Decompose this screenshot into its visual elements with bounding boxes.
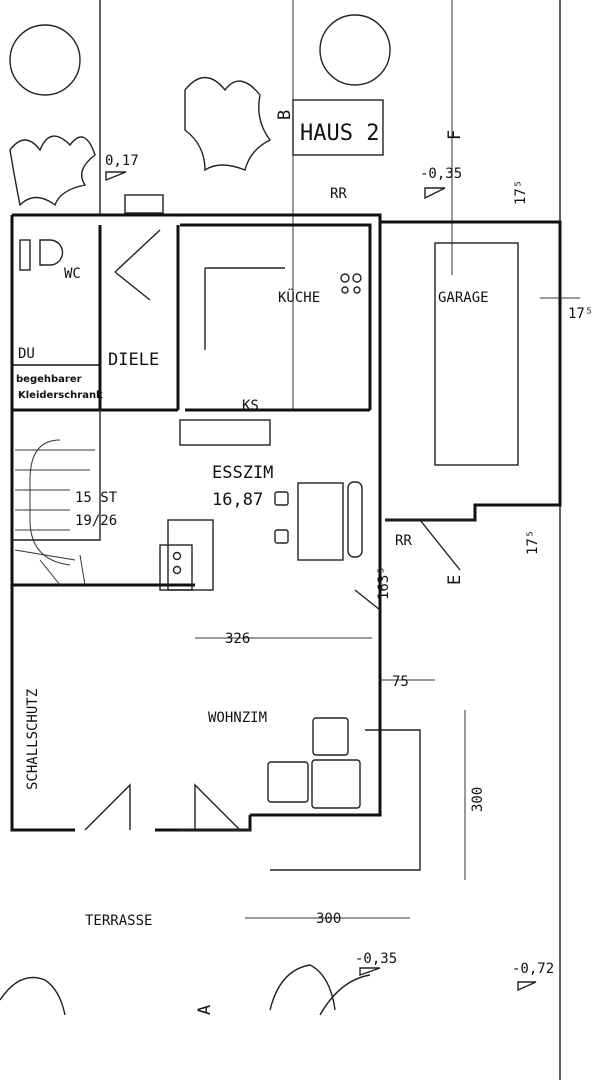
level-corner: -0,72: [512, 961, 554, 977]
stairs-count: 15 ST: [75, 490, 118, 506]
fridge-label-ks: KS: [242, 398, 259, 414]
walls: [10, 213, 562, 871]
area-label-terrasse: TERRASSE: [85, 913, 152, 929]
level-entry: 0,17: [105, 153, 139, 169]
tree-icon: [0, 14, 391, 1016]
axis-label-a: A: [195, 1005, 215, 1015]
room-label-esszim: ESSZIM: [212, 463, 273, 483]
level-front-right: -0,35: [420, 166, 462, 182]
axis-label-f: F: [445, 130, 465, 140]
room-label-garage: GARAGE: [438, 290, 489, 306]
room-label-wohnzim: WOHNZIM: [208, 710, 267, 726]
dim-326: 326: [225, 631, 250, 647]
marker-rr-mid: RR: [395, 533, 412, 549]
dim-300-vertical: 300: [470, 787, 486, 812]
closet-label-line1: begehbarer: [16, 374, 82, 385]
dim-lower-175: 17⁵: [525, 530, 541, 555]
label-schallschutz: SCHALLSCHUTZ: [25, 689, 41, 790]
dimension-lines: [195, 297, 580, 919]
room-label-kueche: KÜCHE: [278, 288, 320, 306]
room-label-diele: DIELE: [108, 350, 159, 370]
axis-label-e: E: [445, 575, 465, 585]
staircase: [14, 439, 95, 586]
plot-boundaries: [99, 0, 561, 1080]
dim-top-175: 17⁵: [513, 180, 529, 205]
dim-75: 75: [392, 674, 409, 690]
closet-label-line2: Kleiderschrank: [18, 390, 103, 401]
room-label-wc: WC: [64, 266, 81, 282]
room-area-esszim: 16,87: [212, 490, 263, 510]
furniture: [19, 194, 475, 831]
house-title: HAUS 2: [300, 121, 379, 146]
level-terrace: -0,35: [355, 951, 397, 967]
axis-label-b: B: [275, 110, 295, 120]
room-label-du: DU: [18, 346, 35, 362]
dim-163: 163⁵: [376, 566, 392, 600]
stairs-ratio: 19/26: [75, 513, 117, 529]
dim-garage-175: 17⁵: [568, 306, 593, 322]
level-marker-icon: [105, 171, 537, 992]
dim-300-horizontal: 300: [316, 911, 341, 927]
marker-rr-top: RR: [330, 186, 347, 202]
